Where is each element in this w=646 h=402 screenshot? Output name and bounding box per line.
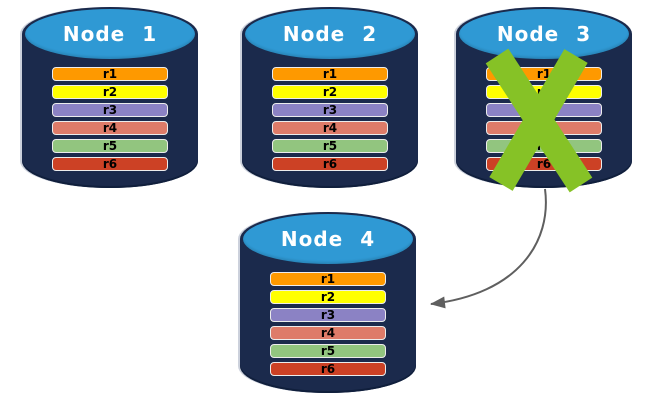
node-1-rows: r1 r2 r3 r4 r5 r6 [52,67,168,175]
node-4-cylinder-top [243,214,413,264]
row-bar: r4 [486,121,602,135]
node-4: Node 4 r1 r2 r3 r4 r5 r6 [240,212,416,393]
row-bar: r2 [270,290,386,304]
row-bar: r2 [486,85,602,99]
row-bar: r6 [270,362,386,376]
row-bar: r5 [52,139,168,153]
row-bar: r1 [272,67,388,81]
row-bar: r6 [52,157,168,171]
row-bar: r1 [52,67,168,81]
row-bar: r4 [272,121,388,135]
row-bar: r3 [270,308,386,322]
row-bar: r3 [52,103,168,117]
row-bar: r4 [52,121,168,135]
row-bar: r6 [486,157,602,171]
row-bar: r4 [270,326,386,340]
row-bar: r6 [272,157,388,171]
row-bar: r5 [270,344,386,358]
row-bar: r3 [272,103,388,117]
row-bar: r5 [486,139,602,153]
node-1-title: Node 1 [62,22,158,46]
replication-arrow-path [430,188,547,309]
node-2-rows: r1 r2 r3 r4 r5 r6 [272,67,388,175]
node-3-title: Node 3 [496,22,592,46]
replication-arrow [430,188,547,309]
row-bar: r3 [486,103,602,117]
node-3: Node 3 r1 r2 r3 r4 r5 r6 [456,7,632,188]
node-2: Node 2 r1 r2 r3 r4 r5 r6 [242,7,418,188]
node-4-title: Node 4 [280,227,376,251]
row-bar: r1 [486,67,602,81]
node-4-rows: r1 r2 r3 r4 r5 r6 [270,272,386,380]
node-1-cylinder-top [25,9,195,59]
row-bar: r1 [270,272,386,286]
node-1: Node 1 r1 r2 r3 r4 r5 r6 [22,7,198,188]
node-3-rows: r1 r2 r3 r4 r5 r6 [486,67,602,175]
node-2-title: Node 2 [282,22,378,46]
row-bar: r2 [272,85,388,99]
node-2-cylinder-top [245,9,415,59]
row-bar: r5 [272,139,388,153]
row-bar: r2 [52,85,168,99]
